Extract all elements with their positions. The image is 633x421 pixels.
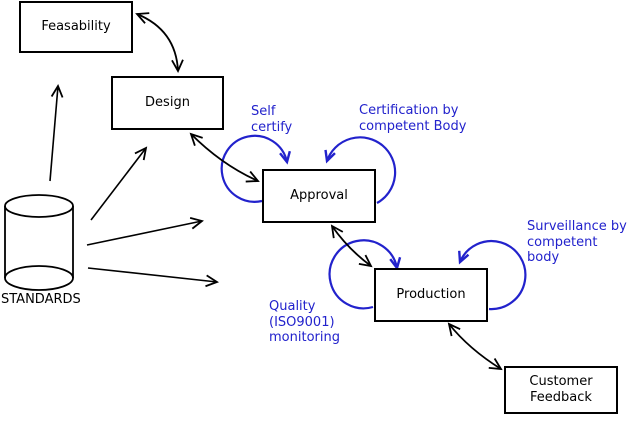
node-customer-feedback-label: Customer Feedback [529,374,593,405]
node-feasability-label: Feasability [41,19,111,34]
arrow-standards-approval [86,221,202,246]
loop-surveillance [458,240,527,311]
arrow-standards-feasability [49,86,58,182]
node-production-label: Production [396,287,466,302]
arrow-approval-production [332,226,371,266]
arrow-design-approval [191,134,258,181]
node-design-label: Design [145,95,190,110]
standards-cylinder [4,194,74,291]
arrow-production-customer-feedback [449,324,501,369]
arrow-standards-design [90,148,146,221]
node-customer-feedback: Customer Feedback [504,366,618,414]
arrow-standards-production [87,267,217,282]
arrow-feasability-design [137,14,178,71]
annotation-quality-iso9001-monitoring: Quality (ISO9001) monitoring [269,299,340,345]
annotation-self-certify: Self certify [251,104,293,135]
loop-certification [324,136,397,204]
node-approval: Approval [262,169,376,223]
standards-label: STANDARDS [1,292,81,307]
annotation-surveillance-by-competent-body: Surveillance by competent body [527,219,627,265]
annotation-certification-by-competent-body: Certification by competent Body [359,103,467,134]
node-production: Production [374,268,488,322]
node-feasability: Feasability [19,1,133,53]
node-design: Design [111,76,224,130]
node-approval-label: Approval [290,188,348,203]
